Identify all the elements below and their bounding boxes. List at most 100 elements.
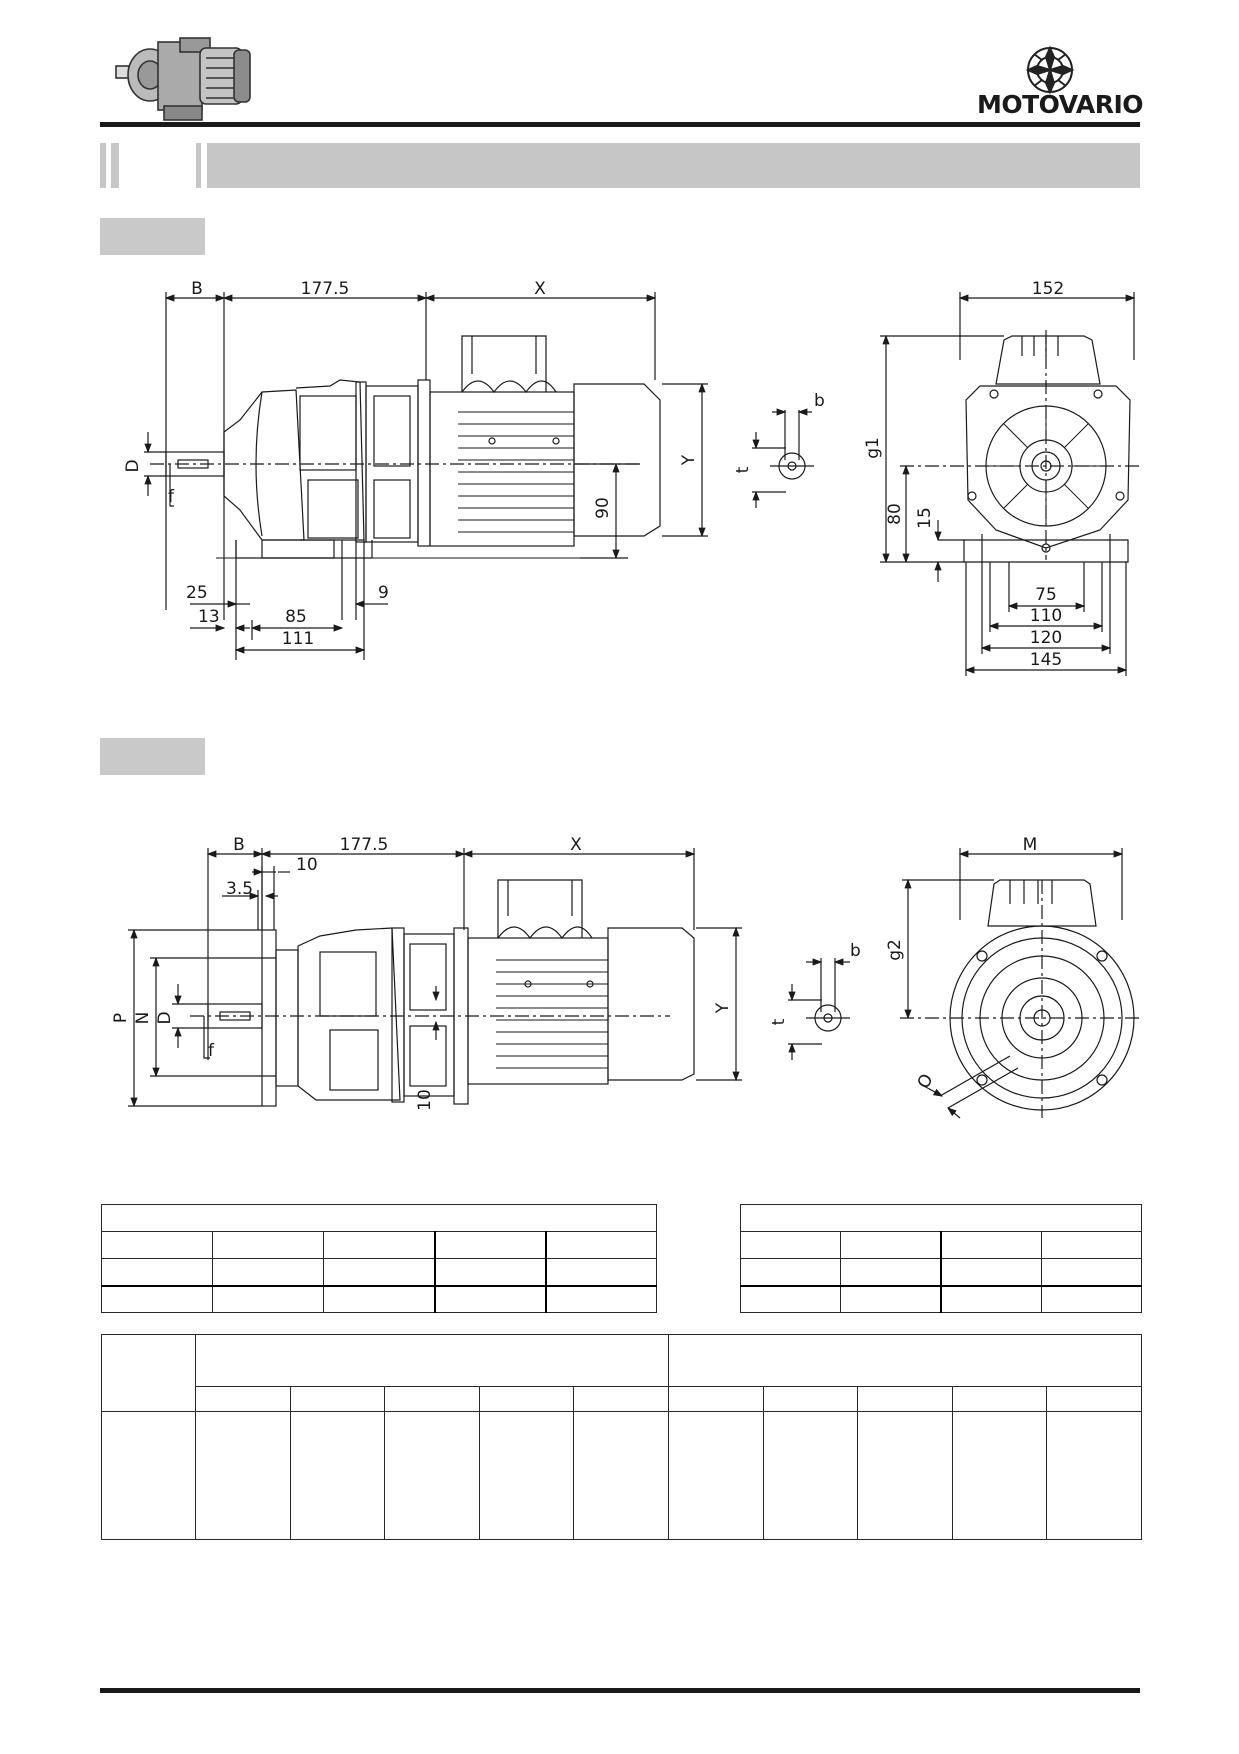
table-cell (544, 1231, 657, 1259)
spec-subheader (762, 1386, 859, 1412)
spec-subheader (857, 1386, 953, 1412)
section-tag-flange-mounted (100, 738, 205, 775)
dim-145: 145 (1030, 650, 1062, 670)
table-cell (840, 1285, 942, 1313)
spec-cell (1046, 1411, 1143, 1540)
dim-gear-length-bottom: 177.5 (340, 835, 389, 855)
key-detail-bottom (788, 958, 850, 1060)
spec-cell (857, 1411, 953, 1540)
table-cell (739, 1258, 842, 1287)
table-cell (1040, 1231, 1143, 1259)
table-cell (939, 1285, 1042, 1313)
gearmotor-product-icon (98, 20, 258, 124)
dim-110: 110 (1030, 606, 1062, 626)
spec-cell (195, 1411, 291, 1540)
dim-120: 120 (1030, 628, 1062, 648)
key-detail-top (752, 408, 814, 508)
dim-9: 9 (378, 583, 389, 603)
dim-t-bottom: t (769, 1018, 789, 1025)
spec-row-label (101, 1411, 196, 1540)
end-view-flange (900, 848, 1140, 1119)
spec-subheader (478, 1386, 575, 1412)
side-view-flange (128, 848, 742, 1108)
table-cell (323, 1258, 435, 1287)
spec-subheader (289, 1386, 386, 1412)
dim-X-bottom: X (570, 835, 582, 855)
spec-subheader (1046, 1386, 1143, 1412)
table-cell (212, 1231, 324, 1259)
spec-cell (478, 1411, 575, 1540)
dim-Y-bottom: Y (713, 1002, 733, 1014)
table-cell (544, 1285, 657, 1313)
spec-corner-cell (101, 1334, 196, 1412)
dim-X: X (534, 279, 546, 299)
table-cell (840, 1231, 942, 1259)
dim-gear-length: 177.5 (301, 279, 350, 299)
table-cell (212, 1258, 324, 1287)
brand-logo: MOTOVARIO (970, 44, 1150, 120)
spec-subheader (384, 1386, 480, 1412)
dim-g2: g2 (885, 939, 905, 961)
dim-10-top: 10 (296, 855, 318, 875)
dim-25: 25 (186, 583, 208, 603)
dim-15: 15 (915, 507, 935, 529)
side-view-foot (144, 292, 708, 660)
table-cell (212, 1285, 324, 1313)
dim-M: M (1023, 835, 1038, 855)
dim-152: 152 (1032, 279, 1064, 299)
spec-subheader (573, 1386, 670, 1412)
footer-rule (100, 1688, 1140, 1693)
table-header-cell (740, 1204, 1142, 1232)
dim-N: N (133, 1012, 153, 1025)
table-cell (840, 1258, 942, 1287)
table-cell (1040, 1285, 1143, 1313)
spec-subheader (951, 1386, 1048, 1412)
spec-cell (384, 1411, 480, 1540)
title-band (100, 143, 1140, 188)
dim-O: O (914, 1071, 938, 1093)
table-header-cell (101, 1204, 657, 1232)
dim-g1: g1 (863, 437, 883, 459)
table-cell (433, 1285, 546, 1313)
section-tag-foot-mounted (100, 218, 205, 255)
header-rule (100, 122, 1140, 127)
spec-cell (762, 1411, 859, 1540)
dim-75: 75 (1035, 585, 1057, 605)
dim-t-top: t (733, 466, 753, 473)
dim-B-bottom: B (233, 835, 245, 855)
dim-P: P (111, 1013, 131, 1023)
dim-111: 111 (282, 629, 314, 649)
spec-cell (668, 1411, 764, 1540)
end-view-foot (880, 292, 1140, 676)
table-cell (101, 1258, 213, 1287)
spec-cell (289, 1411, 386, 1540)
dim-f: f (168, 487, 175, 507)
dim-10-bottom: 10 (415, 1089, 435, 1111)
spec-subheader (668, 1386, 764, 1412)
table-cell (323, 1231, 435, 1259)
dim-height-90: 90 (593, 497, 613, 519)
spec-group-header (194, 1334, 670, 1387)
dim-B: B (191, 279, 203, 299)
table-cell (101, 1285, 213, 1313)
spec-group-header (668, 1334, 1143, 1387)
dim-b-bottom: b (850, 941, 861, 961)
dim-D: D (123, 459, 143, 472)
spec-cell (573, 1411, 670, 1540)
table-cell (101, 1231, 213, 1259)
table-cell (544, 1258, 657, 1287)
spec-subheader (195, 1386, 291, 1412)
dim-D-bottom: D (155, 1011, 175, 1024)
table-cell (433, 1231, 546, 1259)
dim-f-bottom: f (208, 1041, 215, 1061)
brand-name: MOTOVARIO (976, 90, 1144, 119)
table-cell (323, 1285, 435, 1313)
dim-b-top: b (814, 391, 825, 411)
dim-Y: Y (679, 454, 699, 466)
dim-3-5: 3.5 (226, 879, 253, 899)
table-cell (939, 1231, 1042, 1259)
table-cell (739, 1231, 842, 1259)
table-cell (433, 1258, 546, 1287)
data-table-left (101, 1204, 657, 1313)
data-table-right (739, 1204, 1143, 1313)
